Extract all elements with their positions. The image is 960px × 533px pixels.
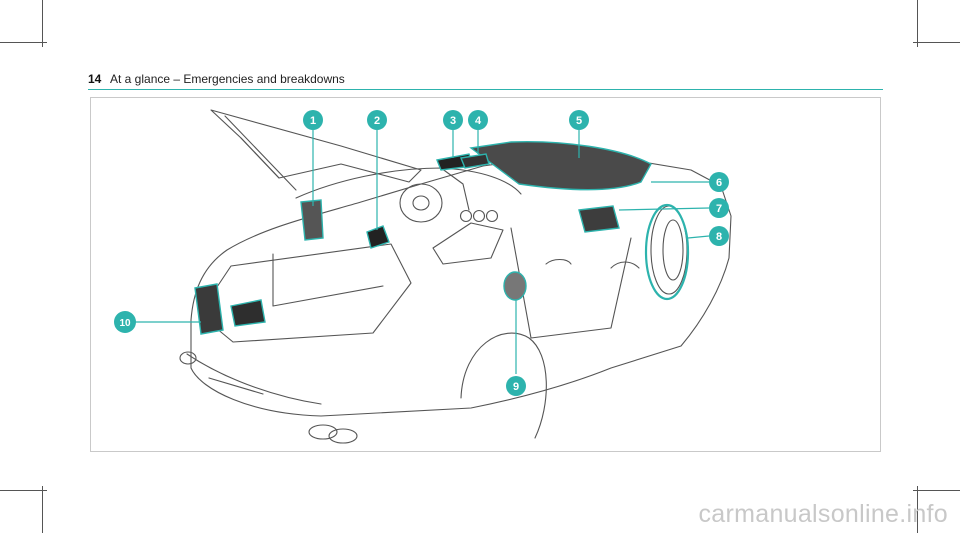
steering-hub: [412, 195, 430, 211]
exhaust-right-2: [328, 428, 358, 444]
svg-text:1: 1: [310, 115, 316, 127]
callout-5: 5: [569, 110, 589, 130]
exhaust-left: [179, 351, 197, 365]
crop-mark-top-left-h: [0, 42, 47, 43]
crop-mark-top-left-v: [42, 0, 43, 47]
svg-text:9: 9: [513, 381, 519, 393]
header-rule: [88, 89, 883, 90]
front-wheel-highlight: [644, 203, 690, 301]
bonnet-highlight: [469, 141, 652, 191]
callout-9: 9: [506, 376, 526, 396]
crop-mark-top-right-h: [913, 42, 960, 43]
callout-6: 6: [709, 172, 729, 192]
crop-mark-bottom-right-h: [913, 490, 960, 491]
svg-text:6: 6: [716, 177, 722, 189]
boot-floor-highlight: [230, 299, 266, 327]
tunnel-highlight: [366, 225, 390, 249]
vent-left: [459, 209, 473, 223]
page-number: 14: [88, 72, 102, 86]
boot-compartment: [198, 243, 412, 343]
crop-mark-bottom-left-h: [0, 490, 47, 491]
door-handle: [545, 258, 572, 265]
boot-side-panel-highlight: [300, 199, 324, 241]
car-body-outline: [190, 155, 732, 417]
callout-3: 3: [443, 110, 463, 130]
boot-lid-strut: [224, 115, 297, 191]
callout-2: 2: [367, 110, 387, 130]
vent-right: [485, 209, 499, 223]
side-vent: [610, 261, 640, 269]
dashboard-highlight-right: [460, 153, 490, 169]
svg-text:8: 8: [716, 231, 722, 243]
leader-line-7: [618, 207, 710, 211]
steering-wheel: [399, 183, 443, 223]
exhaust-right-1: [308, 424, 338, 440]
watermark: carmanualsonline.info: [698, 500, 948, 528]
page-title: At a glance – Emergencies and breakdowns: [110, 72, 345, 86]
fuel-flap-highlight: [503, 271, 527, 301]
crop-mark-bottom-right-v: [917, 486, 918, 533]
svg-text:5: 5: [576, 115, 582, 127]
rear-bumper-line: [186, 353, 322, 405]
svg-text:4: 4: [475, 115, 482, 127]
svg-text:2: 2: [374, 115, 380, 127]
callout-1: 1: [303, 110, 323, 130]
leader-line-8: [687, 235, 710, 239]
front-wheel-rim: [662, 219, 684, 281]
front-seat-box-highlight: [578, 205, 620, 233]
boot-floor-line: [272, 253, 384, 307]
rear-window-line: [295, 167, 522, 199]
page-header: 14 At a glance – Emergencies and breakdo…: [88, 70, 883, 92]
rear-wheel-arch: [460, 332, 547, 439]
callout-8: 8: [709, 226, 729, 246]
callout-10: 10: [114, 311, 136, 333]
rear-light-highlight: [194, 283, 224, 335]
center-console: [432, 222, 504, 265]
svg-text:10: 10: [119, 318, 131, 329]
crop-mark-bottom-left-v: [42, 486, 43, 533]
callout-4: 4: [468, 110, 488, 130]
b-pillar-line: [440, 167, 470, 211]
door-outline: [510, 227, 632, 339]
svg-text:7: 7: [716, 203, 722, 215]
car-illustration-figure: 1 2 3 4 5 6 7: [90, 97, 881, 452]
svg-text:3: 3: [450, 115, 456, 127]
rear-diffuser: [208, 377, 264, 395]
vent-center: [472, 209, 486, 223]
car-illustration: 1 2 3 4 5 6 7: [114, 109, 732, 444]
crop-mark-top-right-v: [917, 0, 918, 47]
callout-7: 7: [709, 198, 729, 218]
